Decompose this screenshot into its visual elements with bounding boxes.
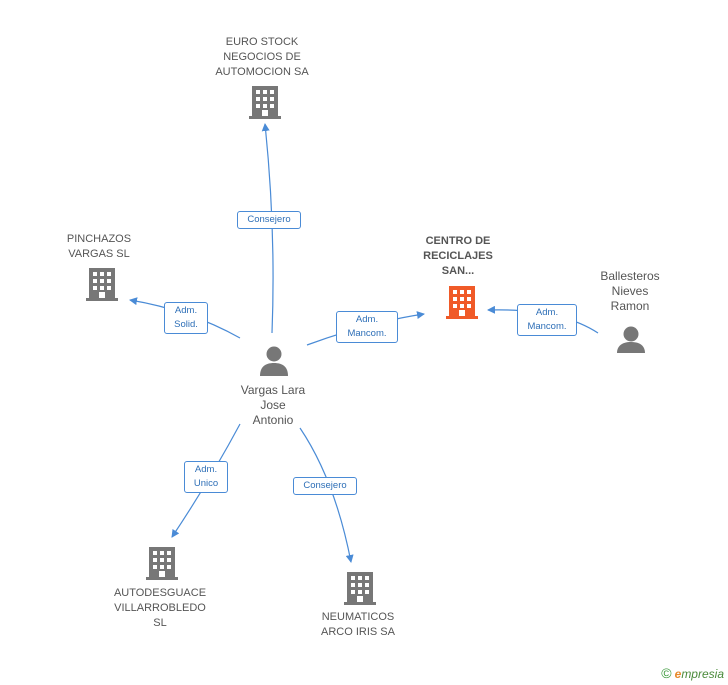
edge-vargas-euro-stock bbox=[261, 123, 274, 334]
edge-vargas-neumaticos bbox=[299, 427, 354, 563]
node-label-neumaticos[interactable]: NEUMATICOS ARCO IRIS SA bbox=[321, 611, 395, 638]
edge-label-consejero: Consejero bbox=[293, 477, 357, 495]
empresia-logo: ©empresia bbox=[661, 665, 724, 681]
edge-label-adm-mancom: Adm. Mancom. bbox=[517, 304, 577, 336]
building-icon[interactable] bbox=[146, 547, 178, 580]
node-label-pinchazos[interactable]: PINCHAZOS VARGAS SL bbox=[66, 233, 132, 260]
brand-name: mpresia bbox=[681, 667, 724, 681]
edge-label-consejero: Consejero bbox=[237, 211, 301, 229]
person-icon[interactable] bbox=[260, 346, 288, 377]
building-icon[interactable] bbox=[249, 86, 281, 119]
copyright-symbol: © bbox=[661, 665, 672, 681]
person-icon[interactable] bbox=[617, 326, 645, 354]
edge-label-adm-unico: Adm. Unico bbox=[184, 461, 228, 493]
node-label-centro[interactable]: CENTRO DE RECICLAJES SAN... bbox=[423, 235, 493, 277]
node-label-ballesteros[interactable]: Ballesteros Nieves Ramon bbox=[600, 269, 660, 313]
brand-first-letter: e bbox=[674, 667, 682, 681]
building-icon[interactable] bbox=[344, 572, 376, 605]
node-label-euro-stock[interactable]: EURO STOCK NEGOCIOS DE AUTOMOCION SA bbox=[215, 36, 309, 78]
node-label-vargas[interactable]: Vargas Lara Jose Antonio bbox=[240, 383, 306, 427]
edge-label-adm-solid: Adm. Solid. bbox=[164, 302, 208, 334]
building-icon[interactable] bbox=[86, 268, 118, 301]
building-icon[interactable] bbox=[446, 286, 478, 319]
edge-label-adm-mancom: Adm. Mancom. bbox=[336, 311, 398, 343]
node-label-autodesguace[interactable]: AUTODESGUACE VILLARROBLEDO SL bbox=[113, 587, 207, 629]
